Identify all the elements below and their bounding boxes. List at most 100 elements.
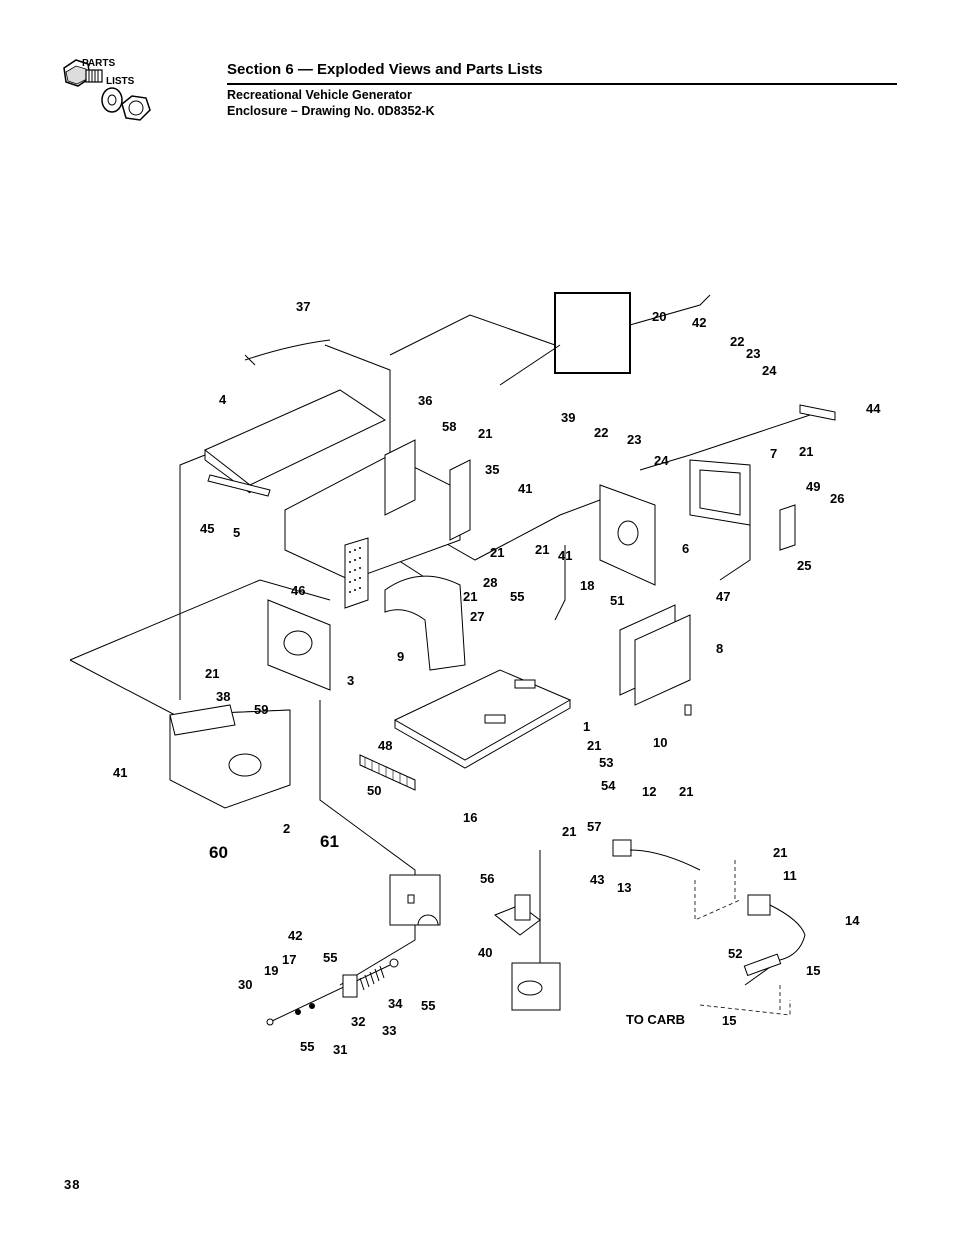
callout-41b: 41: [558, 548, 572, 563]
callout-42: 42: [692, 315, 706, 330]
header-divider: [227, 83, 897, 85]
callout-21h: 21: [679, 784, 693, 799]
callout-15b: 15: [722, 1013, 736, 1028]
callout-11: 11: [783, 868, 797, 883]
to-carb-label: TO CARB: [626, 1012, 685, 1027]
callout-labels: 37 20 42 22 23 24 4 36 58 21 39 22 23 24…: [113, 299, 881, 1057]
part-side-panel-5: [284, 439, 471, 581]
callout-38: 38: [216, 689, 230, 704]
callout-21: 21: [478, 426, 492, 441]
logo-text-lists: LISTS: [106, 76, 135, 87]
callout-49: 49: [806, 479, 820, 494]
callout-46: 46: [291, 583, 305, 598]
callout-15: 15: [806, 963, 820, 978]
part-end-panel-3: [267, 599, 331, 691]
callout-41: 41: [518, 481, 532, 496]
callout-24b: 24: [654, 453, 669, 468]
callout-14: 14: [845, 913, 860, 928]
callout-39: 39: [561, 410, 575, 425]
part-top-panel-4: [204, 389, 387, 494]
callout-55c: 55: [421, 998, 435, 1013]
callout-25: 25: [797, 558, 811, 573]
callout-47: 47: [716, 589, 730, 604]
callout-5: 5: [233, 525, 240, 540]
part-clip-10: [684, 704, 692, 716]
callout-23: 23: [746, 346, 760, 361]
part-shroud-9: [384, 575, 466, 671]
part-end-cover-2: [169, 704, 291, 809]
callout-10: 10: [653, 735, 667, 750]
callout-2: 2: [283, 821, 290, 836]
callout-31: 31: [333, 1042, 347, 1057]
callout-48: 48: [378, 738, 392, 753]
callout-1: 1: [583, 719, 590, 734]
callout-18: 18: [580, 578, 594, 593]
part-base-1: [393, 669, 572, 769]
callout-45: 45: [200, 521, 214, 536]
part-plate-25: [779, 504, 796, 551]
callout-32: 32: [351, 1014, 365, 1029]
subtitle-line-1: Recreational Vehicle Generator: [227, 88, 412, 102]
callout-40: 40: [478, 945, 492, 960]
callout-22: 22: [730, 334, 744, 349]
callout-57: 57: [587, 819, 601, 834]
callout-12: 12: [642, 784, 656, 799]
part-box-7: [689, 459, 751, 526]
callout-44: 44: [866, 401, 881, 416]
part-panel-6: [599, 484, 656, 586]
part-box-16-assembly: [389, 874, 441, 926]
callout-13: 13: [617, 880, 631, 895]
part-box-40-assembly: [494, 894, 561, 1011]
part-bracket-11: [747, 894, 806, 936]
callout-51: 51: [610, 593, 624, 608]
fuel-line-14: [743, 934, 806, 986]
part-valve-43: [612, 839, 701, 871]
callout-54: 54: [601, 778, 616, 793]
bolt-nut-icon: PARTS LISTS: [63, 58, 151, 121]
callout-56: 56: [480, 871, 494, 886]
callout-55b: 55: [323, 950, 337, 965]
part-strip-44: [799, 404, 836, 421]
callout-21g: 21: [587, 738, 601, 753]
page-number: 38: [64, 1177, 81, 1192]
callout-41c: 41: [113, 765, 127, 780]
section-title: Section 6 — Exploded Views and Parts Lis…: [227, 61, 543, 78]
callout-35: 35: [485, 462, 499, 477]
callout-21b: 21: [799, 444, 813, 459]
callout-19: 19: [264, 963, 278, 978]
callout-37: 37: [296, 299, 310, 314]
callout-50: 50: [367, 783, 381, 798]
callout-21f: 21: [205, 666, 219, 681]
callout-20: 20: [652, 309, 666, 324]
callout-4: 4: [219, 392, 227, 407]
callout-24: 24: [762, 363, 777, 378]
callout-36: 36: [418, 393, 432, 408]
callout-3: 3: [347, 673, 354, 688]
callout-53: 53: [599, 755, 613, 770]
subtitle-line-2: Enclosure – Drawing No. 0D8352-K: [227, 104, 435, 118]
callout-8: 8: [716, 641, 723, 656]
part-strip-45: [207, 474, 271, 497]
callout-59: 59: [254, 702, 268, 717]
callout-7: 7: [770, 446, 777, 461]
callout-33: 33: [382, 1023, 396, 1038]
callout-22b: 22: [594, 425, 608, 440]
part-carburetor-linkage-30-34: [266, 958, 399, 1026]
logo-text-parts: PARTS: [82, 58, 115, 69]
callout-21d: 21: [535, 542, 549, 557]
part-grille-48: [359, 754, 416, 791]
dashed-guides: [694, 860, 791, 1016]
callout-55d: 55: [300, 1039, 314, 1054]
callout-55: 55: [510, 589, 524, 604]
part-hose-37: [244, 339, 331, 366]
callout-23b: 23: [627, 432, 641, 447]
callout-43: 43: [590, 872, 604, 887]
callout-16: 16: [463, 810, 477, 825]
callout-27: 27: [470, 609, 484, 624]
callout-30: 30: [238, 977, 252, 992]
callout-21e: 21: [463, 589, 477, 604]
callout-60: 60: [209, 843, 228, 862]
part-perforated-panel-46: [344, 537, 369, 609]
callout-26: 26: [830, 491, 844, 506]
